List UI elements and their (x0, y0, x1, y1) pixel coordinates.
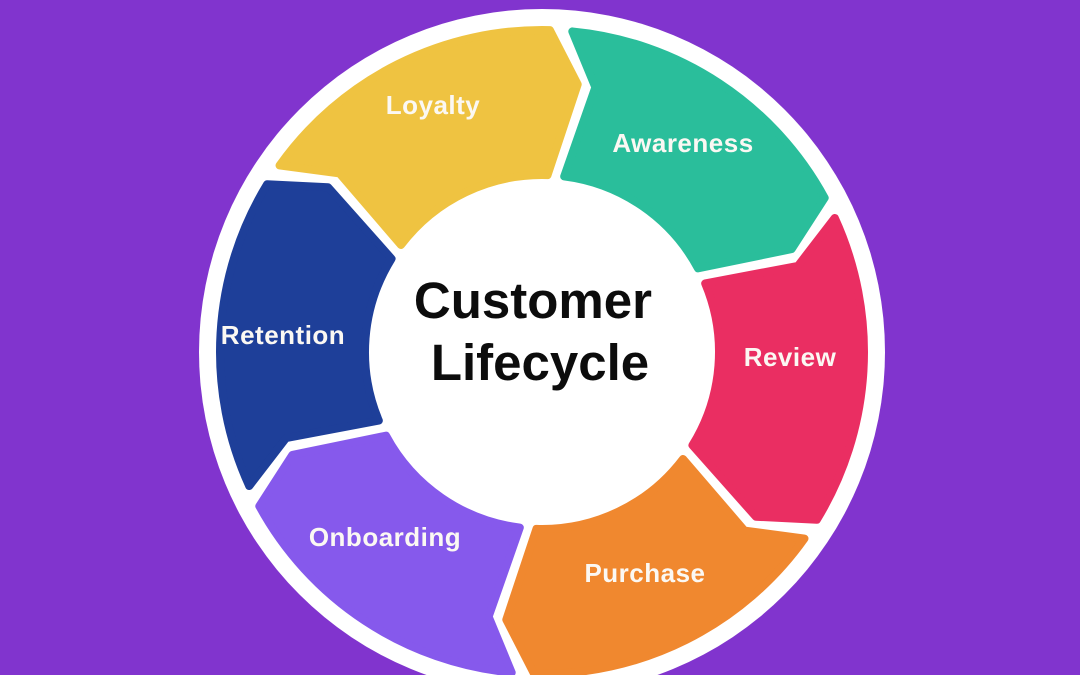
segment-label-purchase: Purchase (584, 558, 705, 588)
segment-loyalty (275, 26, 582, 249)
segment-awareness (560, 27, 829, 273)
segment-review (688, 213, 868, 524)
segment-label-review: Review (744, 342, 837, 372)
segment-label-retention: Retention (221, 320, 345, 350)
diagram-title: Customer Lifecycle (414, 272, 666, 391)
diagram-title-line1: Customer (414, 272, 652, 329)
segment-label-awareness: Awareness (612, 128, 753, 158)
diagram-title-line2: Lifecycle (431, 334, 649, 391)
segment-label-onboarding: Onboarding (309, 522, 461, 552)
segment-retention (216, 180, 396, 491)
segment-onboarding (255, 431, 524, 675)
segment-purchase (502, 455, 809, 675)
segment-label-loyalty: Loyalty (386, 90, 481, 120)
